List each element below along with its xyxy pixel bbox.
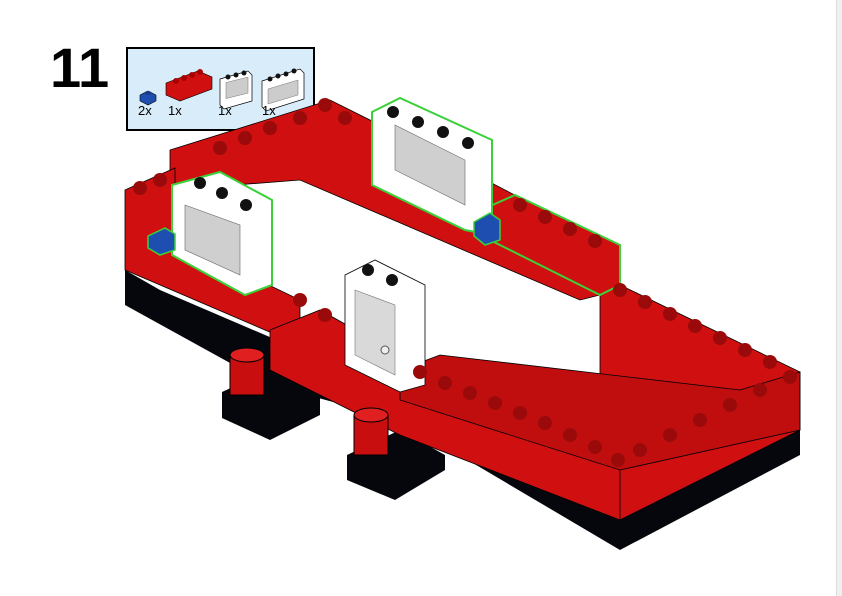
part-qty: 1x xyxy=(218,103,232,118)
blue-plate-icon xyxy=(139,90,157,106)
window-back xyxy=(371,96,493,237)
blue-plate xyxy=(147,227,176,256)
red-brick-icon xyxy=(165,69,213,102)
parts-icons xyxy=(139,68,305,112)
window-1x4-icon xyxy=(261,68,305,112)
part-qty: 1x xyxy=(262,103,276,118)
front-right-wall xyxy=(399,354,801,471)
door xyxy=(344,259,426,393)
window-left xyxy=(171,170,273,297)
window-1x3-icon xyxy=(219,70,253,110)
page-edge xyxy=(836,0,842,596)
step-number: 11 xyxy=(50,36,110,99)
part-qty: 1x xyxy=(168,103,182,118)
blue-plate xyxy=(473,212,501,246)
red-cylinder-left xyxy=(229,347,265,396)
studs xyxy=(133,98,797,467)
part-qty: 2x xyxy=(138,103,152,118)
red-cylinder-right xyxy=(353,407,389,456)
